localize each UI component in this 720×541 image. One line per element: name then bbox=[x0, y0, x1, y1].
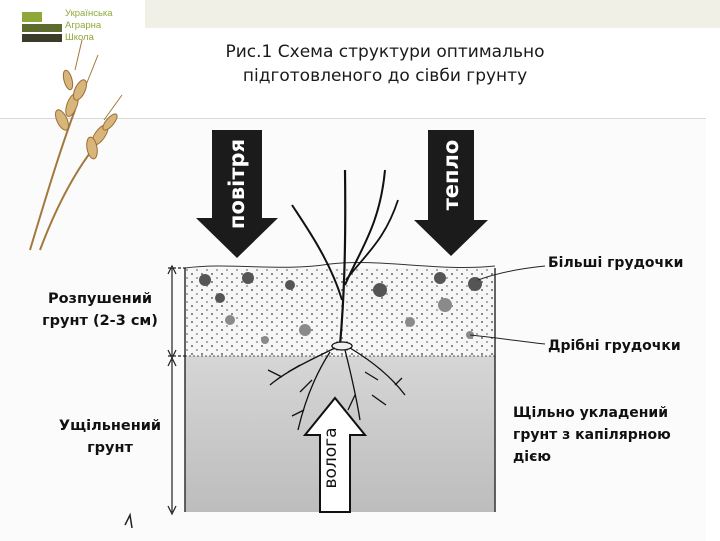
logo: Українська Аграрна Школа bbox=[0, 0, 145, 55]
small-clods bbox=[225, 298, 474, 344]
logo-line-3: Школа bbox=[65, 32, 94, 43]
label-dense-soil: Щільно укладений грунт з капілярною дією bbox=[513, 402, 671, 468]
air-arrow-label: повітря bbox=[225, 138, 249, 230]
label-loose-soil: Розпушений грунт (2-3 см) bbox=[30, 288, 170, 332]
logo-text: Українська Аграрна Школа bbox=[65, 8, 113, 44]
label-dense-line-1: Щільно укладений bbox=[513, 405, 669, 421]
loose-soil-bracket bbox=[167, 264, 186, 360]
plant-roots bbox=[267, 341, 406, 431]
label-compacted-line-2: грунт bbox=[87, 440, 133, 456]
slide-title: Рис.1 Схема структури оптимально підгото… bbox=[150, 40, 620, 88]
top-header-band bbox=[145, 0, 720, 28]
air-arrow bbox=[196, 130, 278, 258]
wheat-ears-icon bbox=[29, 39, 123, 251]
label-loose-soil-line-1: Розпушений bbox=[47, 291, 153, 307]
label-loose-soil-line-2: грунт (2-3 см) bbox=[42, 313, 158, 329]
label-small-clods: Дрібні грудочки bbox=[548, 338, 681, 354]
label-large-clods: Більші грудочки bbox=[548, 255, 684, 271]
compacted-soil-bracket bbox=[167, 356, 177, 516]
title-line-1: Рис.1 Схема структури оптимально bbox=[225, 42, 545, 62]
moisture-arrow bbox=[302, 396, 368, 513]
plant-shoot bbox=[291, 169, 399, 346]
label-compacted-line-1: Ущільнений bbox=[58, 418, 162, 434]
large-clods bbox=[199, 272, 482, 303]
heat-arrow-label: тепло bbox=[439, 139, 463, 211]
logo-line-2: Аграрна bbox=[65, 20, 102, 31]
moisture-arrow-label: волога bbox=[321, 427, 341, 489]
heat-arrow bbox=[414, 130, 488, 256]
label-compacted-soil: Ущільнений грунт bbox=[50, 415, 170, 459]
label-leaders bbox=[469, 265, 546, 345]
logo-line-1: Українська bbox=[65, 8, 113, 19]
title-line-2: підготовленого до сівби грунту bbox=[242, 66, 528, 86]
label-dense-line-3: дією bbox=[513, 449, 552, 465]
logo-mark-icon bbox=[22, 12, 62, 42]
label-dense-line-2: грунт з капілярною bbox=[513, 427, 671, 443]
